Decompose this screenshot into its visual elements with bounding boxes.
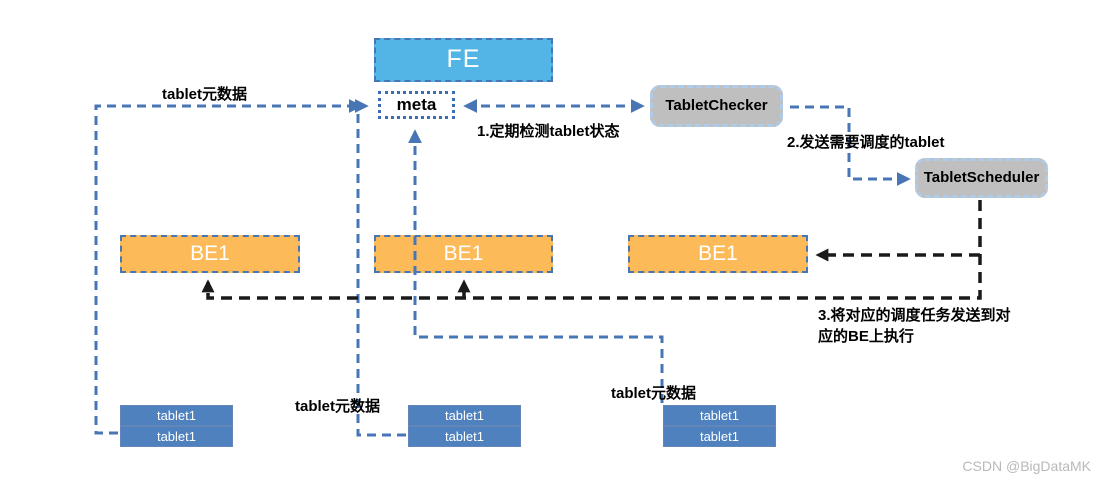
be-node-2: BE1 — [374, 235, 553, 273]
tablet-cell: tablet1 — [663, 426, 776, 447]
be-node-1: BE1 — [120, 235, 300, 273]
label-step3-line1: 3.将对应的调度任务发送到对 — [818, 307, 1011, 324]
tablet-cell: tablet1 — [120, 405, 233, 426]
fe-label: FE — [446, 45, 481, 74]
label-step3-line2: 应的BE上执行 — [818, 328, 914, 345]
be-node-3: BE1 — [628, 235, 808, 273]
label-step1-check-tablet-status: 1.定期检测tablet状态 — [477, 123, 620, 140]
tablet-label: tablet1 — [699, 429, 740, 444]
tablet-cell: tablet1 — [120, 426, 233, 447]
meta-node: meta — [378, 91, 455, 119]
label-tablet-metadata-right: tablet元数据 — [611, 385, 697, 402]
tablet-cell: tablet1 — [663, 405, 776, 426]
tablet-cell: tablet1 — [408, 426, 521, 447]
label-tablet-metadata-left: tablet元数据 — [162, 86, 248, 103]
fe-node: FE — [374, 38, 553, 82]
be-label: BE1 — [443, 242, 484, 266]
label-step2-send-tablets-to-schedule: 2.发送需要调度的tablet — [787, 134, 945, 151]
be-label: BE1 — [190, 242, 230, 266]
tablet-label: tablet1 — [444, 408, 485, 423]
tablet-label: tablet1 — [699, 408, 740, 423]
be-label: BE1 — [698, 242, 738, 266]
meta-label: meta — [396, 94, 437, 114]
tablet-label: tablet1 — [156, 408, 197, 423]
arrow-scheduler-to-be1 — [201, 200, 982, 300]
tablet-cell: tablet1 — [408, 405, 521, 426]
tabletchecker-label: TabletChecker — [665, 96, 768, 114]
tabletscheduler-label: TabletScheduler — [923, 168, 1040, 186]
tablet-label: tablet1 — [444, 429, 485, 444]
tabletscheduler-node: TabletScheduler — [915, 158, 1048, 198]
label-tablet-metadata-middle: tablet元数据 — [295, 398, 381, 415]
tablet-label: tablet1 — [156, 429, 197, 444]
tabletchecker-node: TabletChecker — [650, 85, 783, 127]
csdn-watermark: CSDN @BigDataMK — [962, 458, 1091, 474]
